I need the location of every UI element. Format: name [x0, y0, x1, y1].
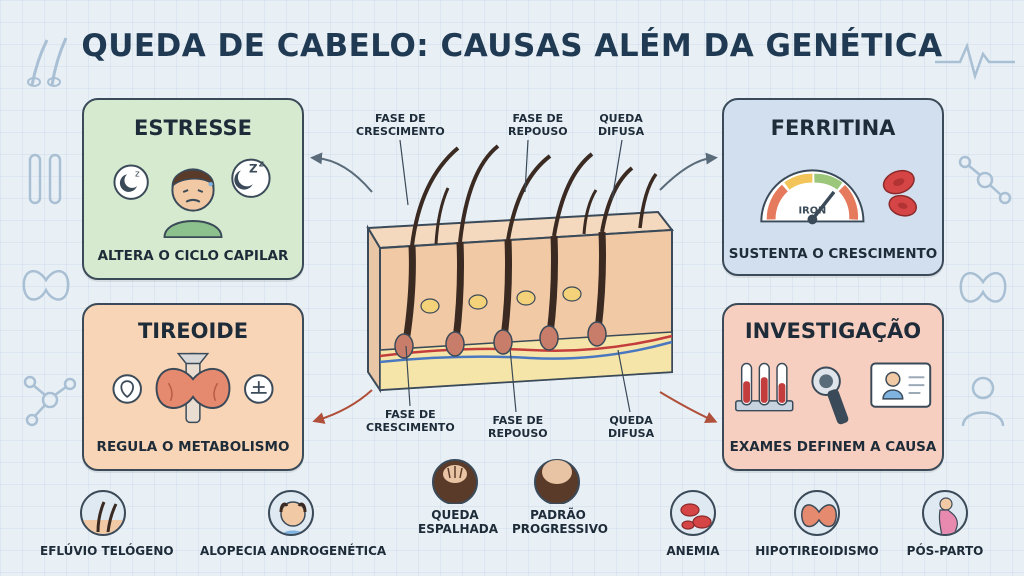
label-pos-parto: PÓS-PARTO: [906, 544, 984, 558]
doctor-deco-icon: [961, 376, 1005, 427]
hair-follicle-deco-icon: [27, 37, 68, 87]
svg-text:Z: Z: [249, 161, 258, 175]
postpartum-icon: [922, 490, 968, 536]
label-efluvio-telogeno: EFLÚVIO TELÓGENO: [40, 544, 174, 558]
card-tireoide-subtitle: REGULA O METABOLISMO: [96, 439, 290, 455]
androgenetic-alopecia-icon: [268, 490, 314, 536]
molecule-right-deco-icon: [958, 155, 1012, 205]
label-alopecia-androgenetica: ALOPECIA ANDROGENÉTICA: [200, 544, 387, 558]
anemia-icon: [670, 490, 716, 536]
page-title: QUEDA DE CABELO: CAUSAS ALÉM DA GENÉTICA: [81, 28, 943, 64]
label-hipotireoidismo: HIPOTIREOIDISMO: [755, 544, 879, 558]
card-investigacao: INVESTIGAÇÃO EXAMES DEFINEM A CAUSA: [722, 303, 944, 471]
card-tireoide: TIREOIDE REGULA O METABOLISMO: [82, 303, 304, 471]
card-ferritina-subtitle: SUSTENTA O CRESCIMENTO: [728, 246, 938, 262]
svg-text:z: z: [259, 159, 264, 169]
progressive-pattern-head-icon: [534, 459, 580, 504]
heartbeat-deco-icon: [935, 42, 1015, 80]
test-tubes-deco-icon: [28, 153, 62, 205]
hypothyroidism-icon: [794, 490, 840, 536]
stressed-person-icon: z Z z: [113, 158, 271, 238]
thyroid-right-deco-icon: [959, 271, 1007, 303]
card-ferritina: FERRITINA IRON SUSTENTA O CRESCIMENTO: [722, 98, 944, 276]
molecule-deco-icon: [23, 375, 77, 427]
skin-cross-section-diagram: [366, 144, 674, 394]
svg-text:z: z: [135, 169, 140, 179]
lab-exam-icon: [735, 362, 932, 425]
card-estresse-subtitle: ALTERA O CICLO CAPILAR: [97, 248, 289, 264]
card-investigacao-title: INVESTIGAÇÃO: [744, 319, 922, 343]
diffuse-loss-head-icon: [432, 459, 478, 504]
card-tireoide-title: TIREOIDE: [137, 319, 249, 343]
card-estresse: ESTRESSE z Z z ALTERA O CICLO CAPILAR: [82, 98, 304, 280]
thyroid-deco-icon: [22, 269, 70, 301]
label-anemia: ANEMIA: [666, 544, 720, 558]
card-estresse-title: ESTRESSE: [134, 116, 252, 140]
thyroid-gland-icon: [112, 352, 274, 424]
gauge-label: IRON: [799, 206, 827, 217]
card-ferritina-title: FERRITINA: [770, 116, 896, 140]
iron-gauge-icon: IRON: [760, 169, 917, 225]
hair-follicles: [394, 144, 658, 359]
telogen-effluvium-icon: [80, 490, 126, 536]
card-investigacao-subtitle: EXAMES DEFINEM A CAUSA: [729, 439, 937, 455]
